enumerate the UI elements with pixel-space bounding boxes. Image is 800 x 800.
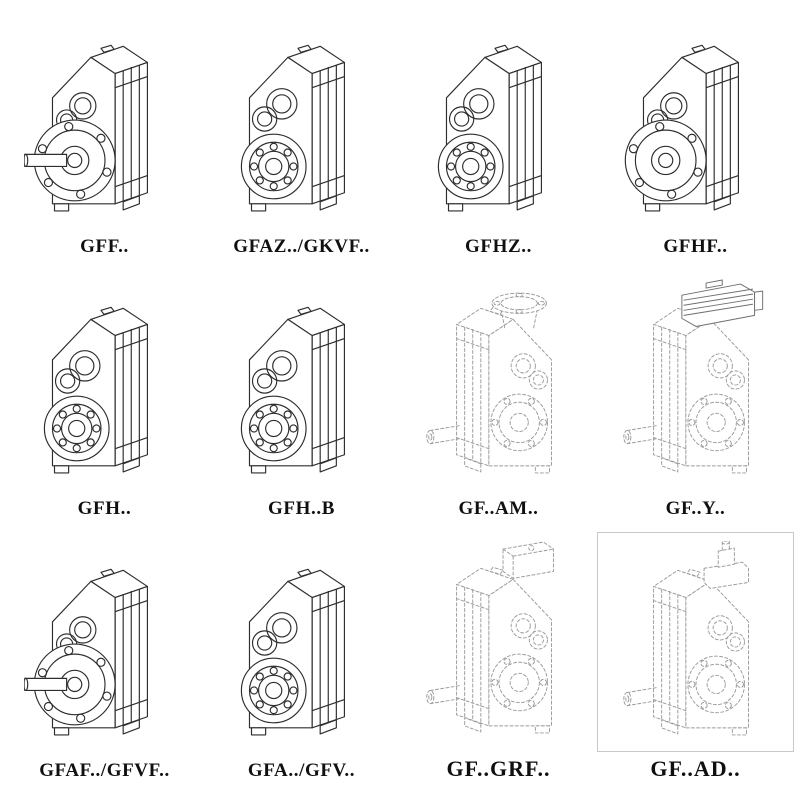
model-label: GF..Y..: [665, 498, 726, 519]
gearbox-line-drawing: [21, 541, 189, 743]
catalog-item-gfaz-gkvf: GFAZ../GKVF..: [203, 4, 400, 266]
gearbox-line-drawing: [612, 17, 780, 219]
gearbox-line-drawing: [21, 17, 189, 219]
model-label: GF..AD..: [650, 756, 741, 781]
gearbox-line-drawing: [218, 279, 386, 481]
catalog-item-gfh-b: GFH..B: [203, 266, 400, 528]
model-label: GFH..: [77, 498, 132, 519]
model-label: GFF..: [80, 236, 129, 257]
model-label: GFHZ..: [465, 236, 532, 257]
catalog-item-gf-ad: GF..AD..: [597, 528, 794, 790]
catalog-item-gff: GFF..: [6, 4, 203, 266]
catalog-item-gf-am: GF..AM..: [400, 266, 597, 528]
gearbox-drawing-wrap: [400, 528, 597, 752]
gearbox-drawing-wrap: [400, 4, 597, 232]
catalog-item-gfaf-gfvf: GFAF../GFVF..: [6, 528, 203, 790]
catalog-item-gfhf: GFHF..: [597, 4, 794, 266]
catalog-item-gf-grf: GF..GRF..: [400, 528, 597, 790]
gearbox-drawing-wrap: [6, 266, 203, 494]
catalog-item-gfhz: GFHZ..: [400, 4, 597, 266]
gearbox-drawing-wrap: [6, 4, 203, 232]
gearbox-line-drawing: [415, 539, 583, 741]
gearbox-line-drawing: [612, 279, 780, 481]
catalog-item-gfh: GFH..: [6, 266, 203, 528]
model-label: GFHF..: [663, 236, 728, 257]
gearbox-drawing-wrap: [400, 266, 597, 494]
gearbox-line-drawing: [21, 279, 189, 481]
gearbox-drawing-wrap: [597, 266, 794, 494]
model-label: GFAZ../GKVF..: [233, 236, 370, 257]
gearbox-line-drawing: [218, 541, 386, 743]
model-label: GFH..B: [268, 498, 335, 519]
model-label: GF..GRF..: [446, 756, 551, 781]
gearbox-drawing-wrap: [6, 528, 203, 756]
gearbox-line-drawing: [415, 17, 583, 219]
gearbox-line-drawing: [415, 279, 583, 481]
gearbox-drawing-wrap: [597, 532, 794, 752]
model-label: GFAF../GFVF..: [39, 760, 170, 781]
catalog-item-gfa-gfv: GFA../GFV..: [203, 528, 400, 790]
gearbox-drawing-wrap: [203, 4, 400, 232]
gearbox-drawing-wrap: [203, 528, 400, 756]
gearbox-line-drawing: [612, 541, 780, 743]
gearbox-drawing-wrap: [203, 266, 400, 494]
gearbox-line-drawing: [218, 17, 386, 219]
catalog-item-gf-y: GF..Y..: [597, 266, 794, 528]
model-label: GF..AM..: [458, 498, 539, 519]
gearbox-drawing-wrap: [597, 4, 794, 232]
model-label: GFA../GFV..: [247, 760, 356, 781]
